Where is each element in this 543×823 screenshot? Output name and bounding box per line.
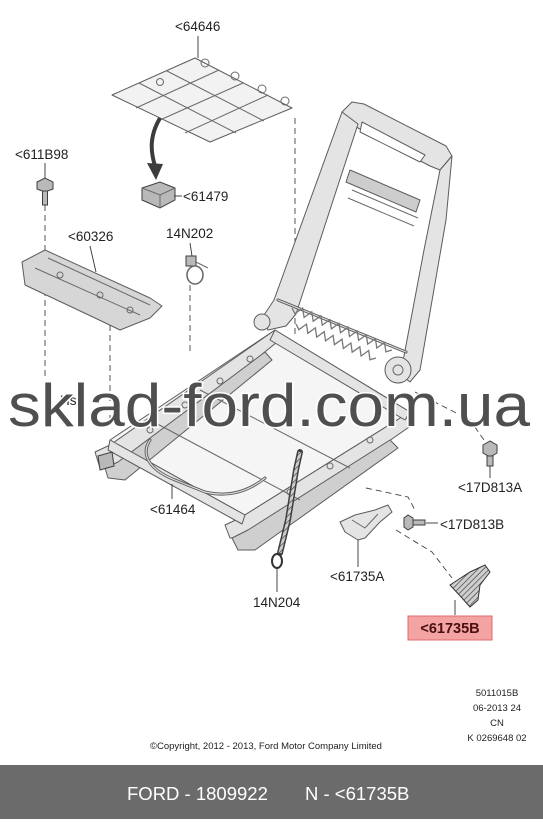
callout-leader-lines [44, 36, 491, 615]
bracket-61735b [449, 564, 491, 608]
bolt-17d813b [403, 514, 426, 531]
drawing-region: CN [490, 718, 504, 729]
push-pin-611b98 [36, 177, 54, 206]
front-wire-61464 [144, 438, 267, 496]
label-17d813b: <17D813B [440, 517, 504, 532]
copyright-text: ©Copyright, 2012 - 2013, Ford Motor Comp… [150, 741, 382, 752]
harness-clip-14n202 [185, 255, 209, 285]
down-arrow-icon [147, 116, 163, 180]
label-hidden-fragment: Hs [60, 393, 77, 408]
highlight-box [407, 615, 493, 641]
strap-14n204 [271, 449, 303, 569]
part-number-bar: FORD - 1809922 N - <61735B [0, 765, 543, 819]
label-611b98: <611B98 [15, 147, 68, 162]
label-60326: <60326 [68, 229, 113, 244]
footer-part-number: FORD - 1809922 [127, 783, 268, 804]
drawing-code: K 0269648 02 [467, 733, 526, 744]
clip-61479 [141, 181, 176, 209]
seat-pan-60326 [21, 249, 163, 331]
watermark-text: sklad-ford.com.ua [8, 372, 531, 439]
seat-back-frame [253, 101, 453, 384]
label-61479: <61479 [183, 189, 228, 204]
label-61735a: <61735A [330, 569, 384, 584]
drawing-info-block: 5011015B 06-2013 24 CN K 0269648 02 [467, 688, 526, 744]
drawing-number: 5011015B [476, 688, 519, 699]
seat-back-wire-mat [111, 57, 293, 143]
bolt-17d813a [482, 440, 498, 467]
label-64646: <64646 [175, 19, 220, 34]
highlighted-callout: <61735B [407, 615, 493, 641]
label-14n204: 14N204 [253, 595, 301, 610]
drawing-date: 06-2013 24 [473, 703, 521, 714]
footer-reference: N - <61735B [305, 783, 410, 804]
label-17d813a: <17D813A [458, 480, 522, 495]
label-14n202: 14N202 [166, 226, 213, 241]
seat-frame-exploded-diagram: <64646 <611B98 <61479 <60326 14N202 Hs <… [7, 19, 533, 752]
label-61735b: <61735B [420, 621, 479, 637]
bracket-61735a [339, 504, 393, 541]
label-61464: <61464 [150, 502, 196, 517]
